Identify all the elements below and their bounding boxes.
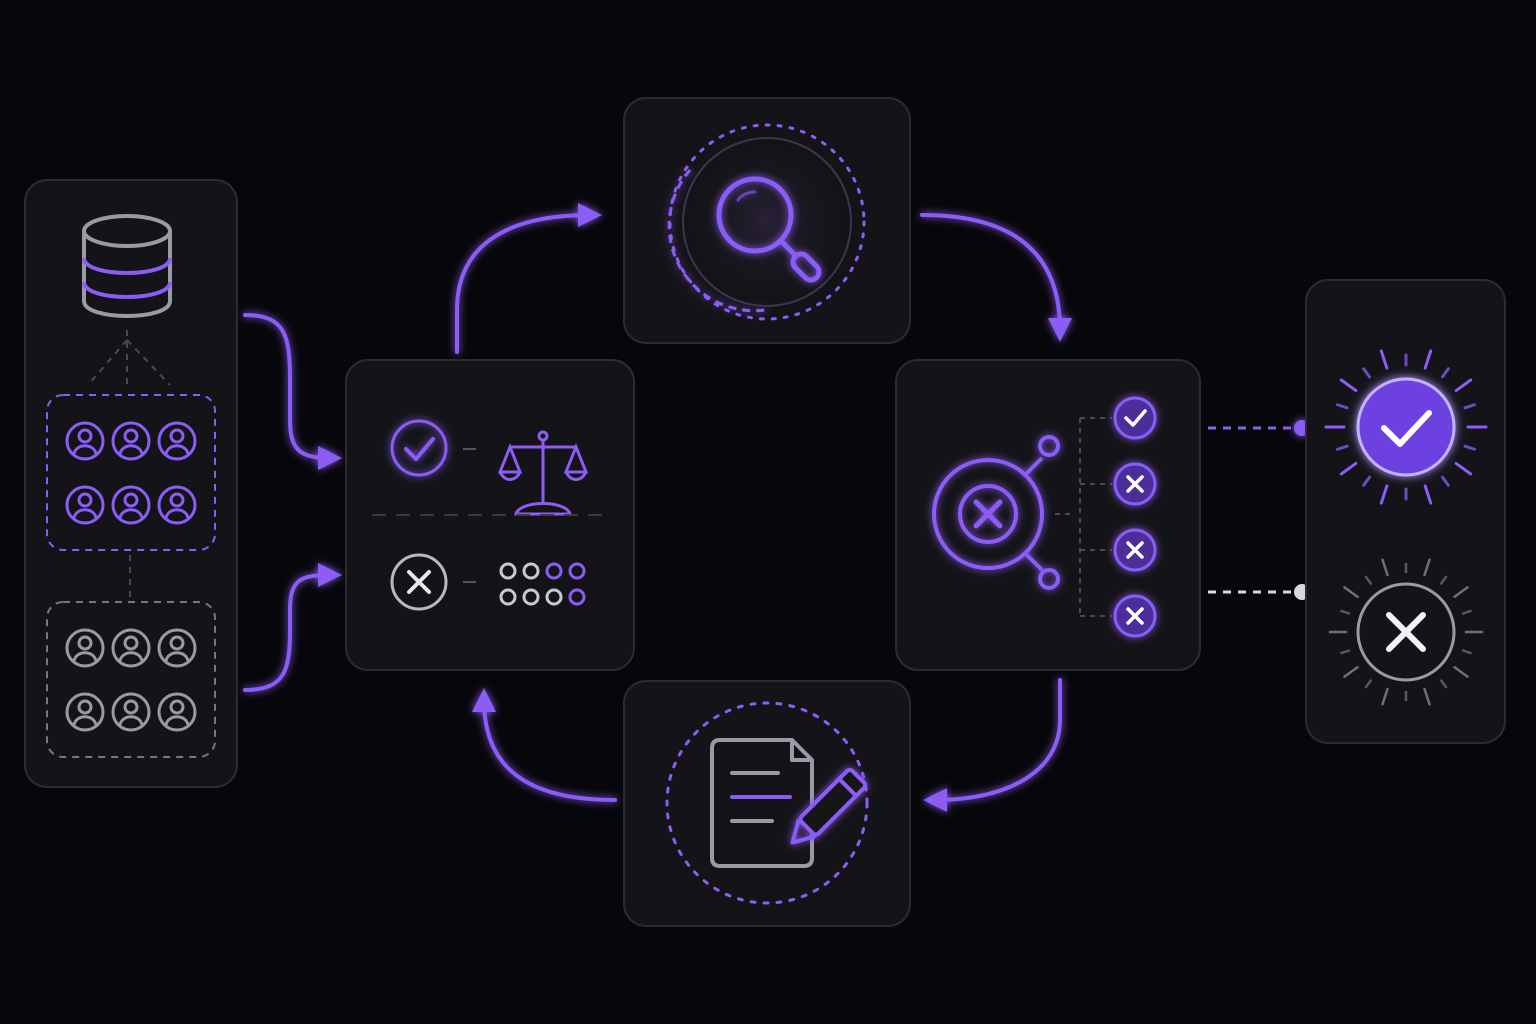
review-panel [623,680,911,927]
ray [1364,679,1372,689]
ray [1379,484,1389,505]
arrow-data-to-eval-top [243,313,342,470]
ray [1340,649,1351,655]
check-badge-icon [1113,396,1157,440]
ray [1343,586,1359,598]
user-icon [111,421,151,461]
ray [1336,444,1349,451]
result-links [1208,420,1310,600]
ray [1463,403,1476,410]
magnifier-icon [716,176,822,283]
result-panel [1305,279,1506,744]
user-icon [111,692,151,732]
grid-dot [499,562,517,580]
ray [1440,475,1450,487]
user-group-icon [65,421,197,525]
ray [1423,687,1431,706]
user-group-icon [65,628,197,732]
tree-lines [87,330,171,600]
arrow-review-to-eval [472,688,617,802]
grid-dot [545,562,563,580]
grid-dot [545,588,563,606]
grid-dot [522,562,540,580]
user-icon [157,485,197,525]
accepted-check-icon [1344,365,1468,489]
pencil-icon [790,767,868,845]
user-icon [65,628,105,668]
ray [1423,349,1433,370]
filter-panel [895,359,1201,671]
database-icon [82,214,172,318]
ray [1454,461,1473,476]
ray [1364,575,1372,585]
ray [1381,687,1389,706]
arrow-search-to-filter [920,213,1072,342]
ray [1379,349,1389,370]
ray [1440,679,1448,689]
rejected-x-icon [1356,582,1456,682]
ray [1340,609,1351,615]
data-source-panel [24,179,238,788]
ray [1362,367,1372,379]
ray [1339,461,1358,476]
ray [1453,666,1469,678]
ray [1440,575,1448,585]
ray [1362,475,1372,487]
user-icon [65,485,105,525]
grid-dot [499,588,517,606]
grid-dot [522,588,540,606]
x-badge-icon [1113,594,1157,638]
arrow-filter-to-review [923,678,1062,812]
ray [1440,367,1450,379]
search-panel [623,97,911,344]
user-icon [157,421,197,461]
ray [1423,484,1433,505]
user-icon [157,628,197,668]
balance-scale-icon [497,430,589,516]
neutral-user-group [46,601,216,758]
highlighted-user-group [46,394,216,551]
grid-dot [568,588,586,606]
user-icon [111,628,151,668]
ray [1453,586,1469,598]
ray [1461,609,1472,615]
user-icon [157,692,197,732]
ray [1454,378,1473,393]
x-circle-icon [390,553,448,611]
user-icon [65,421,105,461]
ray [1381,558,1389,577]
x-circle-icon [932,435,1060,590]
evaluation-panel [345,359,635,671]
grid-dot [568,562,586,580]
document-icon [710,738,814,868]
ray [1343,666,1359,678]
ray [1339,378,1358,393]
arrow-data-to-eval-bottom [243,563,342,692]
ray [1336,403,1349,410]
user-icon [111,485,151,525]
ray [1423,558,1431,577]
user-icon [65,692,105,732]
ray [1461,649,1472,655]
check-circle-icon [390,419,448,477]
x-badge-icon [1113,528,1157,572]
dot-grid-icon [499,562,586,606]
ray [1463,444,1476,451]
connectors [243,203,1072,812]
x-badge-icon [1113,462,1157,506]
arrow-eval-to-search [455,203,602,354]
